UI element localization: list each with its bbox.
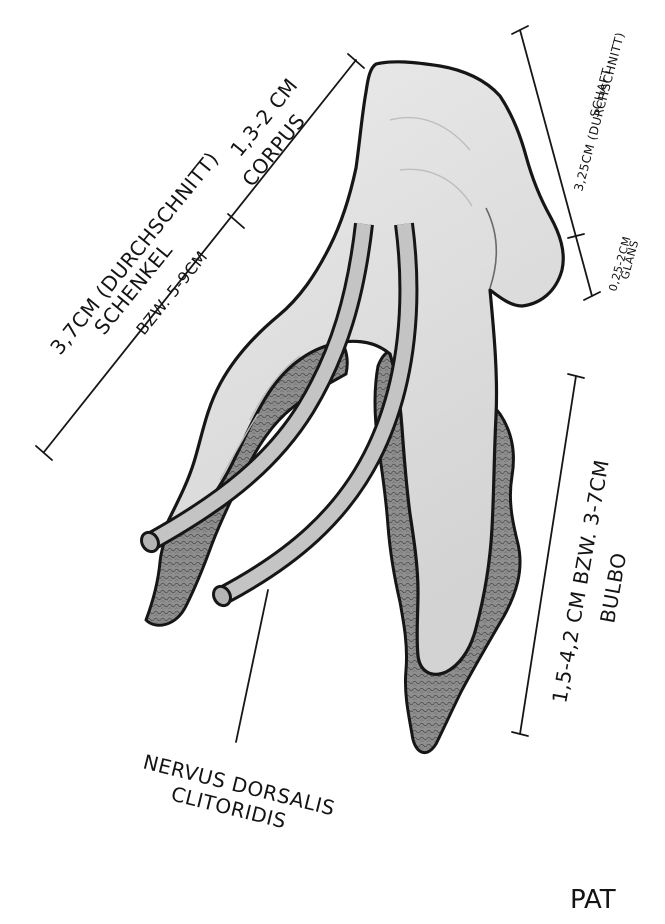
artist-signature: PAT xyxy=(570,885,616,915)
bulb-label: BULBO xyxy=(595,551,631,625)
nerve-leader-line xyxy=(236,590,268,742)
